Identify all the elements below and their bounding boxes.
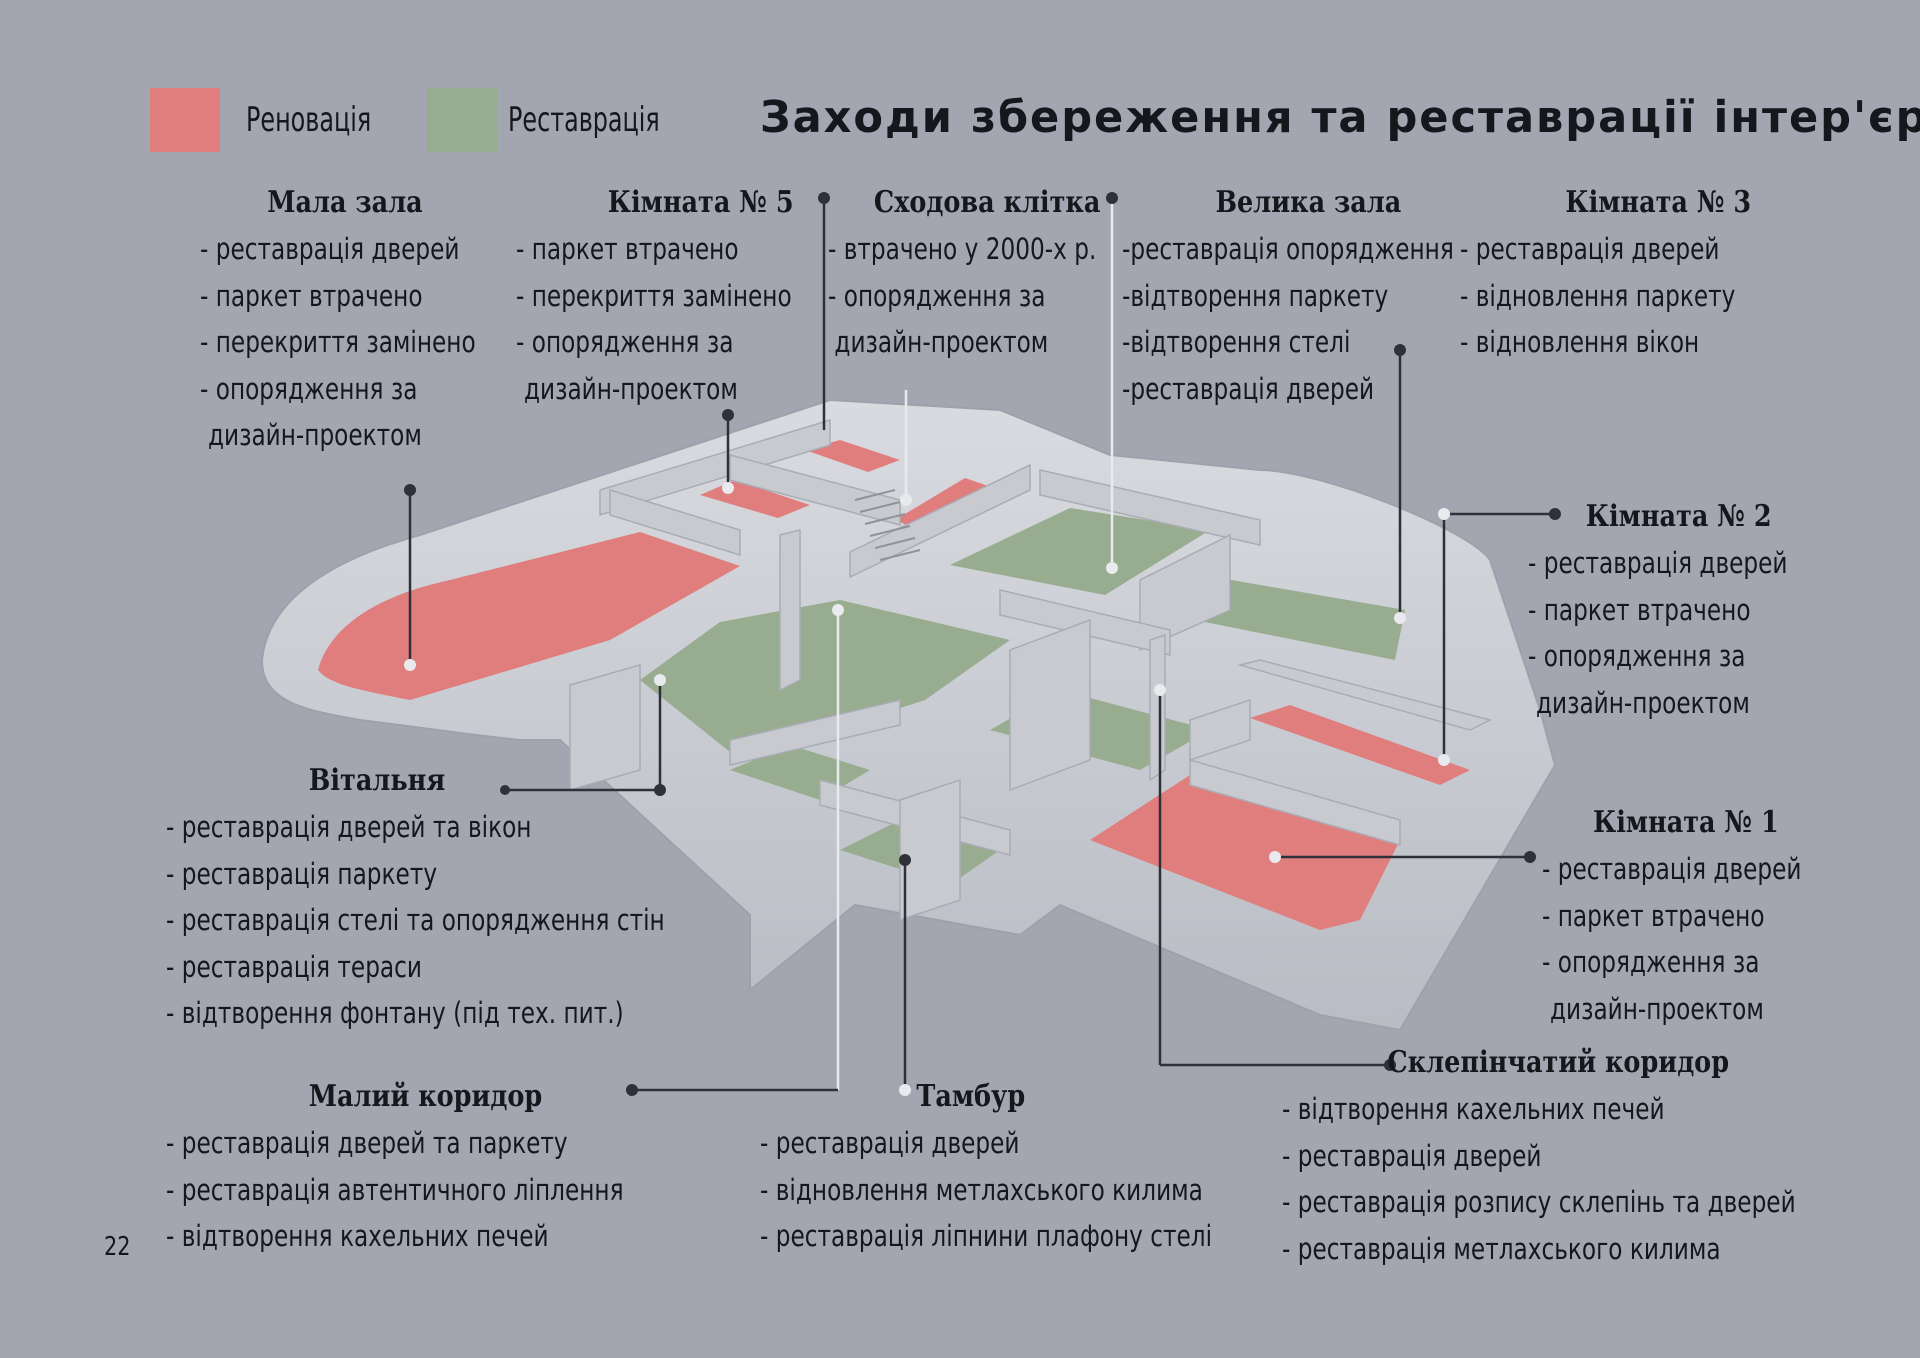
room-title: Склепінчатий коридор — [1387, 1045, 1730, 1080]
room-title: Вітальня — [308, 763, 446, 798]
floor-mala-zala — [318, 532, 740, 700]
room-item: дизайн-проектом — [1536, 685, 1750, 720]
leader-lines — [408, 198, 1555, 1092]
room-item: - реставрація дверей — [200, 232, 460, 266]
room-title: Тамбур — [916, 1079, 1026, 1114]
legend-swatch-restoration — [427, 88, 497, 152]
room-item: - реставрація автентичного ліплення — [166, 1172, 624, 1207]
interior-walls — [569, 418, 1493, 922]
room-item: дизайн-проектом — [834, 325, 1049, 360]
room-item: - опорядження за — [1542, 945, 1760, 980]
room-kimnata-2: Кімната № 2 - реставрація дверей - парке… — [1528, 494, 1852, 726]
floor-kimnata-5b — [805, 440, 900, 472]
room-item: - опорядження за — [1528, 639, 1746, 674]
room-item: - відновлення паркету — [1460, 278, 1736, 313]
room-item: - відтворення кахельних печей — [1282, 1092, 1665, 1126]
room-title: Малий коридор — [308, 1079, 543, 1114]
legend-swatch-renovation — [150, 88, 220, 152]
room-kimnata-3: Кімната № 3 - реставрація дверей - відно… — [1460, 180, 1804, 366]
room-mala-zala: Мала зала - реставрація дверей - паркет … — [200, 180, 545, 459]
page-title: Заходи збереження та реставрації інтер'є… — [760, 92, 1920, 143]
room-item: - реставрація дверей — [1460, 232, 1720, 266]
room-item: - паркет втрачено — [1542, 898, 1765, 933]
legend-label-renovation: Реновація — [246, 100, 372, 140]
room-item: дизайн-проектом — [208, 418, 422, 453]
room-item: - реставрація стелі та опорядження стін — [166, 903, 665, 938]
room-tambur: Тамбур - реставрація дверей - відновленн… — [760, 1074, 1325, 1260]
room-kimnata-5: Кімната № 5 - паркет втрачено - перекрит… — [516, 180, 861, 412]
room-item: - реставрація тераси — [166, 949, 422, 984]
room-item: - опорядження за — [200, 371, 418, 406]
legend-label-restoration: Реставрація — [508, 100, 660, 140]
room-item: - паркет втрачено — [516, 232, 739, 266]
room-item: - відтворення кахельних печей — [166, 1219, 549, 1254]
room-title: Кімната № 3 — [1565, 185, 1752, 220]
room-item: -відтворення стелі — [1122, 325, 1351, 360]
floor-kimnata-2 — [1250, 705, 1470, 785]
room-title: Мала зала — [267, 185, 423, 220]
room-item: - реставрація розпису склепінь та дверей — [1282, 1185, 1796, 1220]
room-item: -реставрація дверей — [1122, 371, 1375, 406]
leader-dots-light — [404, 482, 1450, 1096]
room-title: Кімната № 5 — [607, 185, 794, 220]
room-title: Кімната № 2 — [1585, 499, 1772, 534]
page-number: 22 — [104, 1232, 131, 1262]
room-title: Сходова клітка — [873, 185, 1101, 220]
room-item: - відновлення вікон — [1460, 325, 1700, 360]
room-item: - реставрація паркету — [166, 856, 438, 891]
room-sklepinchastyi-korydor: Склепінчатий коридор - відтворення кахел… — [1282, 1040, 1920, 1272]
room-item: - відтворення фонтану (під тех. пит.) — [166, 996, 624, 1031]
leader-dots — [404, 192, 1561, 1096]
room-skhodova-klitka: Сходова клітка - втрачено у 2000-х р. - … — [828, 180, 1163, 366]
room-item: - відновлення метлахського килима — [760, 1172, 1203, 1207]
room-kimnata-1: Кімната № 1 - реставрація дверей - парке… — [1542, 800, 1866, 1032]
room-item: - опорядження за — [516, 325, 734, 360]
floor-velyka-zala — [950, 508, 1210, 595]
room-item: - реставрація метлахського килима — [1282, 1231, 1721, 1266]
room-item: - реставрація дверей — [1528, 546, 1788, 580]
room-velyka-zala: Велика зала -реставрація опорядження -ві… — [1122, 180, 1537, 412]
room-vitalnia: Вітальня - реставрація дверей та вікон -… — [166, 758, 789, 1037]
room-title: Кімната № 1 — [1593, 805, 1779, 840]
room-item: -відтворення паркету — [1122, 278, 1389, 313]
room-item: - паркет втрачено — [200, 278, 423, 313]
room-item: - реставрація дверей та паркету — [166, 1126, 568, 1160]
room-item: - реставрація ліпнини плафону стелі — [760, 1219, 1213, 1254]
room-item: дизайн-проектом — [524, 371, 738, 406]
room-item: - реставрація дверей — [760, 1126, 1020, 1160]
floor-vitalnia — [640, 600, 1010, 760]
room-malyi-korydor: Малий коридор - реставрація дверей та па… — [166, 1074, 738, 1260]
staircase — [854, 489, 921, 561]
room-item: - перекриття замінено — [516, 278, 792, 313]
room-item: - паркет втрачено — [1528, 592, 1751, 627]
room-item: - реставрація дверей — [1542, 852, 1802, 886]
room-item: -реставрація опорядження — [1122, 232, 1454, 266]
room-item: - реставрація дверей та вікон — [166, 810, 532, 844]
floor-kimnata-1 — [1090, 775, 1400, 930]
room-item: дизайн-проектом — [1550, 991, 1764, 1026]
room-title: Велика зала — [1215, 185, 1402, 220]
room-item: - перекриття замінено — [200, 325, 476, 360]
room-item: - втрачено у 2000-х р. — [828, 232, 1097, 266]
room-item: - реставрація дверей — [1282, 1138, 1542, 1173]
room-item: - опорядження за — [828, 278, 1046, 313]
